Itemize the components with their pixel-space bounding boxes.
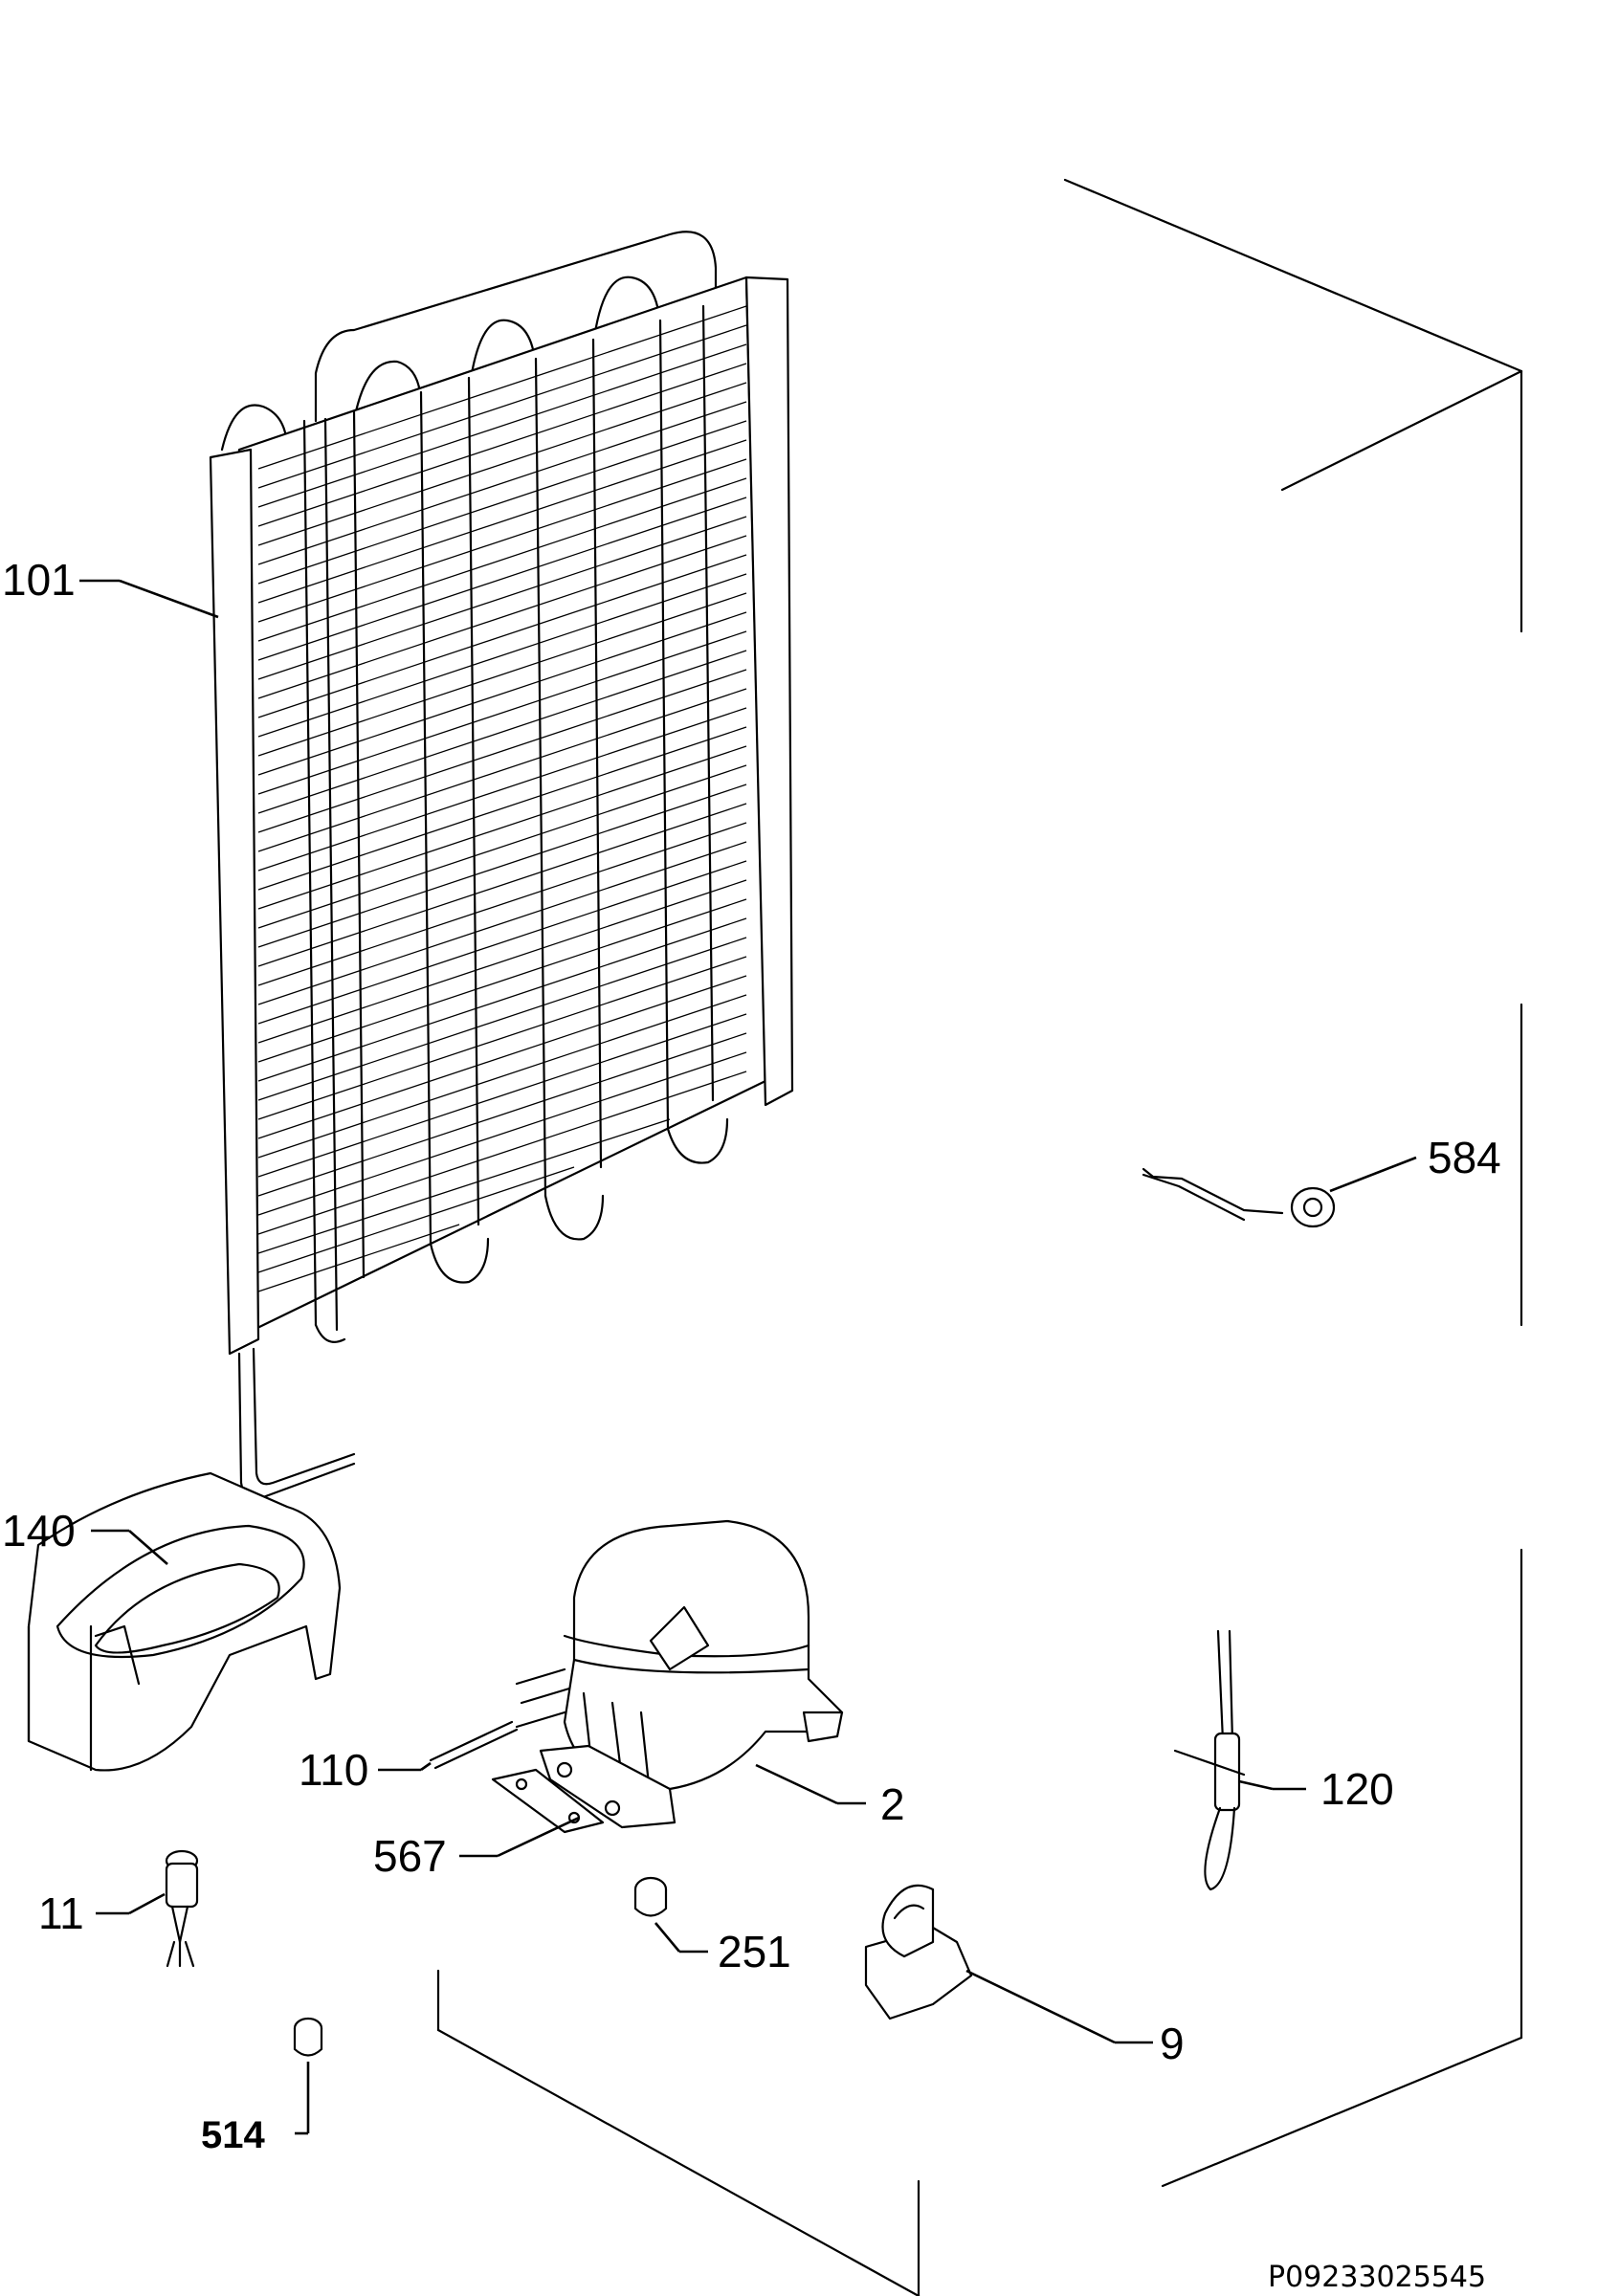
callout-2: 2 — [880, 1779, 905, 1829]
drawing-code: P09233025545 — [1268, 2261, 1486, 2294]
plate-icon — [491, 1768, 605, 1834]
valve-icon — [293, 2017, 323, 2057]
condenser-tubes — [302, 304, 729, 1343]
drip-tray-icon — [27, 1471, 342, 1772]
cabinet-outline — [436, 178, 1523, 2296]
connector-cable-icon — [1142, 1167, 1336, 1228]
callout-567: 567 — [373, 1831, 447, 1881]
relay-icon — [165, 1849, 199, 1968]
callout-11: 11 — [38, 1888, 84, 1938]
callout-9: 9 — [1160, 2019, 1185, 2068]
condenser-icon — [209, 231, 794, 1500]
pipe-icon — [429, 1720, 519, 1770]
callout-584: 584 — [1428, 1133, 1501, 1182]
leader-lines — [79, 579, 1417, 2135]
compressor-icon — [515, 1519, 844, 1829]
grommet-icon — [633, 1876, 668, 1917]
callout-labels: 101 584 140 110 2 120 567 11 251 9 514 P… — [2, 555, 1501, 2294]
clamp-icon — [864, 1884, 973, 2020]
condenser-fins — [257, 305, 747, 1292]
callout-101: 101 — [2, 555, 76, 605]
pressure-switch-icon — [1173, 1629, 1246, 1891]
callout-120: 120 — [1320, 1764, 1394, 1814]
callout-140: 140 — [2, 1506, 76, 1556]
callout-110: 110 — [299, 1745, 368, 1795]
callout-514: 514 — [201, 2114, 265, 2156]
callout-251: 251 — [718, 1927, 791, 1976]
